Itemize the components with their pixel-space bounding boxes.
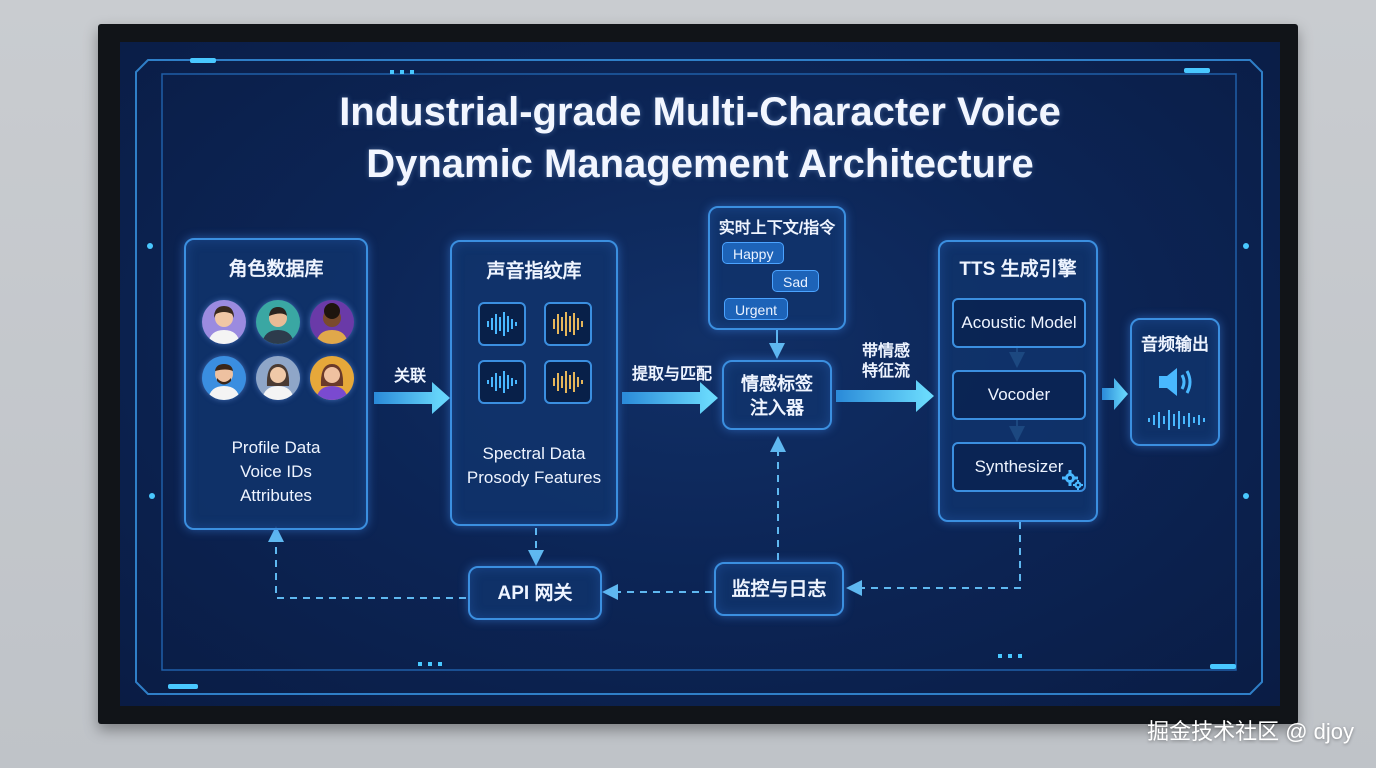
character-database-box: 角色数据库 Profile Data Voice IDs Attributes <box>184 238 368 530</box>
injector-line: 注入器 <box>750 398 804 418</box>
monitoring-logs-box: 监控与日志 <box>714 562 844 616</box>
edge-label-emotion-stream: 带情感 特征流 <box>848 342 924 382</box>
avatar-1 <box>202 300 246 344</box>
avatar-4 <box>202 356 246 400</box>
emotion-bubble-sad: Sad <box>772 270 819 292</box>
character-database-details: Profile Data Voice IDs Attributes <box>186 436 366 508</box>
waveform-icon <box>544 302 592 346</box>
context-commands-title: 实时上下文/指令 <box>718 220 836 237</box>
emotion-tag-injector-label: 情感标签 注入器 <box>724 372 830 420</box>
emotion-tag-injector-box: 情感标签 注入器 <box>722 360 832 430</box>
diagram-frame-and-connectors <box>135 58 1263 695</box>
title-line-2: Dynamic Management Architecture <box>366 142 1034 186</box>
audio-output-box: 音频输出 <box>1130 318 1220 446</box>
hud-accents <box>147 58 1249 689</box>
waveform-icon <box>544 360 592 404</box>
api-gateway-box: API 网关 <box>468 566 602 620</box>
page-title: Industrial-grade Multi-Character Voice D… <box>120 86 1280 190</box>
waveform-icon <box>478 302 526 346</box>
emotion-stream-line: 特征流 <box>861 363 910 380</box>
api-gateway-label: API 网关 <box>497 583 573 604</box>
waveform-icon <box>478 360 526 404</box>
gear-icon <box>1062 470 1083 490</box>
main-flow-arrows <box>374 378 1128 414</box>
character-database-title: 角色数据库 <box>228 259 324 280</box>
character-db-line: Profile Data <box>231 438 321 457</box>
waveform-icon <box>1148 410 1205 430</box>
hud-frame <box>135 59 1263 695</box>
emotion-stream-line: 带情感 <box>861 343 910 360</box>
voiceprint-database-details: Spectral Data Prosody Features <box>452 442 616 490</box>
voiceprint-db-line: Spectral Data <box>482 444 586 463</box>
avatar-2 <box>256 300 300 344</box>
emotion-bubble-urgent: Urgent <box>724 298 789 320</box>
emotion-bubble-happy: Happy <box>722 242 785 264</box>
vocoder-module: Vocoder <box>952 370 1086 420</box>
synthesizer-module: Synthesizer <box>952 442 1086 492</box>
watermark: 掘金技术社区 @ djoy <box>1147 719 1354 744</box>
tts-engine-title: TTS 生成引擎 <box>959 259 1077 280</box>
avatar-6 <box>310 356 354 400</box>
tts-engine-box: TTS 生成引擎 Acoustic Model Vocoder Synthesi… <box>938 240 1098 522</box>
screen: Industrial-grade Multi-Character Voice D… <box>120 42 1280 706</box>
title-line-1: Industrial-grade Multi-Character Voice <box>339 90 1061 134</box>
context-commands-box: 实时上下文/指令 Happy Sad Urgent <box>708 206 846 330</box>
character-db-line: Voice IDs <box>240 462 312 481</box>
edge-label-link: 关联 <box>393 368 426 385</box>
dashed-feedback-connectors <box>268 436 1021 600</box>
synthesizer-label: Synthesizer <box>974 457 1064 476</box>
acoustic-model-module: Acoustic Model <box>952 298 1086 348</box>
voiceprint-db-line: Prosody Features <box>466 468 602 487</box>
avatar-3 <box>310 300 354 344</box>
speaker-icon <box>1159 368 1192 396</box>
voiceprint-database-title: 声音指纹库 <box>486 261 582 282</box>
avatar-5 <box>256 356 300 400</box>
character-db-line: Attributes <box>240 486 312 505</box>
voiceprint-database-box: 声音指纹库 Spectral Data Prosody Features <box>450 240 618 526</box>
injector-line: 情感标签 <box>741 374 813 394</box>
monitoring-logs-label: 监控与日志 <box>731 579 827 600</box>
audio-output-title: 音频输出 <box>1141 335 1209 354</box>
edge-label-extract: 提取与匹配 <box>631 366 712 383</box>
